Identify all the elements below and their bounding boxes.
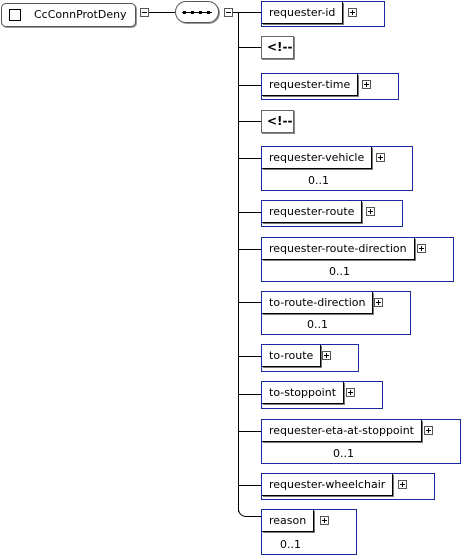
branch: [238, 212, 262, 213]
branch: [248, 516, 262, 517]
expand-icon[interactable]: [366, 207, 375, 216]
element-label: requester-route-direction: [262, 238, 415, 260]
element-label: reason: [262, 510, 315, 532]
root-label: CcConnProtDeny: [34, 8, 127, 21]
expand-icon[interactable]: [374, 298, 383, 307]
branch: [238, 12, 262, 13]
element-label: requester-wheelchair: [262, 474, 394, 496]
expand-icon[interactable]: [348, 8, 357, 17]
cardinality: 0..1: [333, 447, 354, 460]
element-label: to-stoppoint: [262, 382, 345, 404]
element-to-stoppoint[interactable]: to-stoppoint: [261, 381, 383, 409]
root-collapse-icon[interactable]: [140, 8, 149, 17]
expand-icon[interactable]: [322, 351, 331, 360]
expand-icon[interactable]: [424, 426, 433, 435]
element-requester-route-direction[interactable]: requester-route-direction 0..1: [261, 237, 454, 282]
element-requester-wheelchair[interactable]: requester-wheelchair: [261, 473, 435, 500]
comment-node[interactable]: <!--: [261, 110, 294, 133]
element-label: requester-vehicle: [262, 147, 373, 169]
element-requester-id[interactable]: requester-id: [261, 1, 385, 27]
sequence-icon: [182, 11, 212, 15]
sequence-collapse-icon[interactable]: [224, 8, 233, 17]
cardinality: 0..1: [329, 265, 350, 278]
branch: [238, 47, 262, 48]
branch: [238, 431, 262, 432]
element-label: to-route: [262, 345, 322, 367]
expand-icon[interactable]: [417, 244, 426, 253]
element-requester-route[interactable]: requester-route: [261, 200, 403, 227]
branch: [238, 485, 262, 486]
branch: [238, 302, 262, 303]
branch: [238, 121, 262, 122]
expand-icon[interactable]: [362, 80, 371, 89]
expand-icon[interactable]: [346, 388, 355, 397]
branch: [238, 158, 262, 159]
element-label: requester-eta-at-stoppoint: [262, 420, 422, 442]
element-requester-time[interactable]: requester-time: [261, 73, 399, 100]
branch: [238, 249, 262, 250]
element-requester-vehicle[interactable]: requester-vehicle 0..1: [261, 146, 413, 191]
branch: [238, 356, 262, 357]
element-to-route[interactable]: to-route: [261, 344, 359, 372]
sequence-compositor[interactable]: [175, 1, 219, 23]
cardinality: 0..1: [280, 538, 301, 551]
tree-trunk-curve: [238, 505, 248, 517]
tree-trunk: [238, 12, 239, 512]
root-element[interactable]: CcConnProtDeny: [1, 3, 136, 27]
comment-node[interactable]: <!--: [261, 36, 294, 59]
expand-icon[interactable]: [320, 516, 329, 525]
connector: [149, 12, 175, 13]
element-reason[interactable]: reason 0..1: [261, 509, 357, 555]
element-to-route-direction[interactable]: to-route-direction 0..1: [261, 291, 411, 335]
element-label: requester-route: [262, 201, 363, 223]
element-checkbox-icon: [9, 9, 21, 21]
branch: [238, 394, 262, 395]
element-label: requester-id: [262, 2, 344, 24]
cardinality: 0..1: [308, 174, 329, 187]
element-label: to-route-direction: [262, 292, 374, 314]
expand-icon[interactable]: [398, 480, 407, 489]
expand-icon[interactable]: [376, 153, 385, 162]
cardinality: 0..1: [307, 318, 328, 331]
element-label: requester-time: [262, 74, 359, 96]
branch: [238, 85, 262, 86]
element-requester-eta-at-stoppoint[interactable]: requester-eta-at-stoppoint 0..1: [261, 419, 461, 464]
connector: [233, 12, 238, 13]
